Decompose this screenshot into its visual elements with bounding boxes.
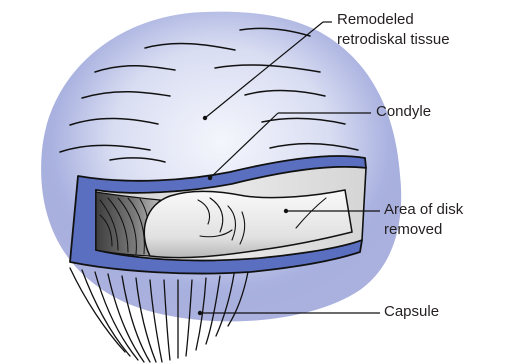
label-condyle: Condyle: [376, 103, 431, 121]
label-area-line1: Area of disk: [384, 201, 463, 219]
label-capsule: Capsule: [384, 303, 439, 321]
label-area-line2: removed: [384, 221, 442, 239]
label-remodeled-line1: Remodeled: [337, 11, 414, 29]
label-remodeled-line2: retrodiskal tissue: [337, 31, 450, 49]
